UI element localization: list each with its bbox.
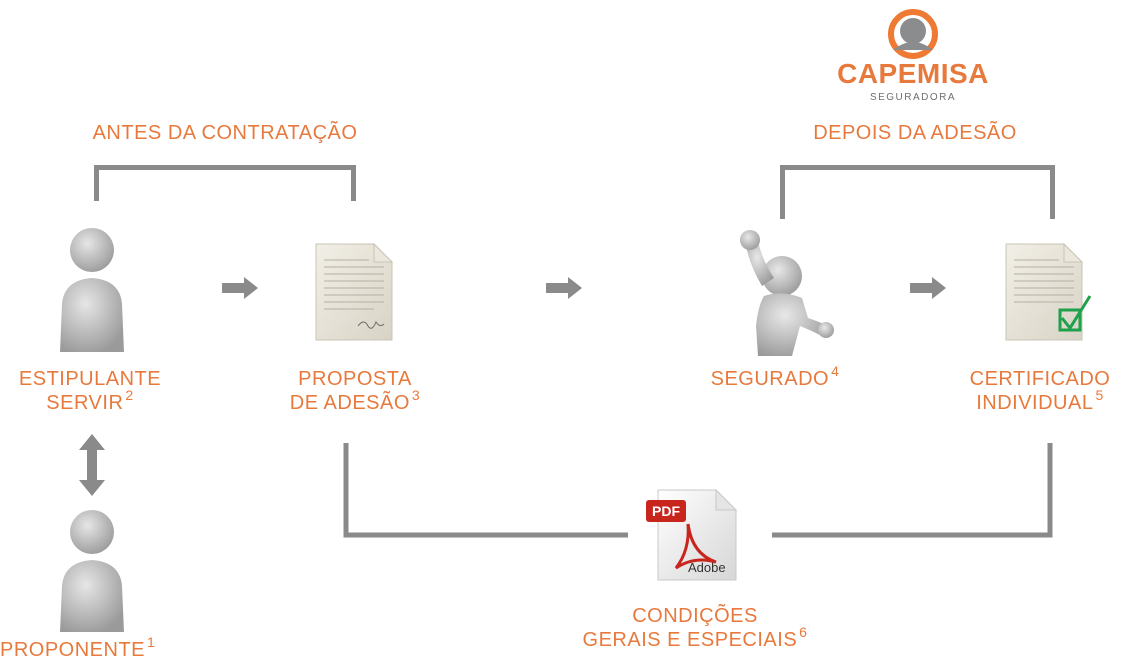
proponente-text: PROPONENTE	[0, 639, 146, 661]
capemisa-logo: CAPEMISA SEGURADORA	[833, 4, 993, 104]
proposta-document-icon	[314, 242, 394, 342]
condicoes-line2: GERAIS E ESPECIAIS	[582, 629, 798, 651]
certificado-line1: CERTIFICADO	[969, 368, 1111, 390]
logo-sub-text: SEGURADORA	[869, 92, 957, 103]
arrow-right-icon	[222, 277, 258, 299]
certificado-line2: INDIVIDUAL	[976, 392, 1094, 414]
condicoes-note: 6	[799, 624, 808, 640]
adobe-brand-text: Adobe	[688, 560, 726, 575]
estipulante-person-icon	[42, 222, 142, 352]
bracket-before	[94, 165, 356, 201]
bracket-after	[780, 165, 1055, 219]
segurado-note: 4	[831, 363, 840, 379]
proposta-line1: PROPOSTA	[298, 368, 412, 390]
segurado-celebrating-person-icon	[728, 226, 838, 356]
certificado-note: 5	[1095, 387, 1104, 403]
logo-mark-icon	[888, 9, 938, 59]
arrow-right-icon	[546, 277, 582, 299]
pdf-badge: PDF	[646, 500, 686, 522]
condicoes-line1: CONDIÇÕES	[632, 605, 758, 627]
condicoes-pdf-document-icon: PDF Adobe	[646, 484, 746, 584]
segurado-text: SEGURADO	[710, 368, 830, 390]
logo-brand-text: CAPEMISA	[837, 58, 989, 89]
arrow-right-icon	[910, 277, 946, 299]
proponente-person-icon	[42, 504, 142, 632]
proponente-note: 1	[147, 634, 156, 650]
proposta-note: 3	[411, 387, 421, 403]
certificado-document-icon	[1004, 242, 1094, 342]
proposta-line2: DE ADESÃO	[289, 392, 410, 414]
estipulante-line1: ESTIPULANTE	[18, 368, 162, 390]
heading-after: DEPOIS DA ADESÃO	[813, 122, 1017, 144]
estipulante-line2: SERVIR	[46, 392, 124, 414]
heading-before: ANTES DA CONTRATAÇÃO	[92, 122, 358, 144]
double-arrow-icon	[78, 434, 106, 496]
estipulante-note: 2	[125, 387, 134, 403]
